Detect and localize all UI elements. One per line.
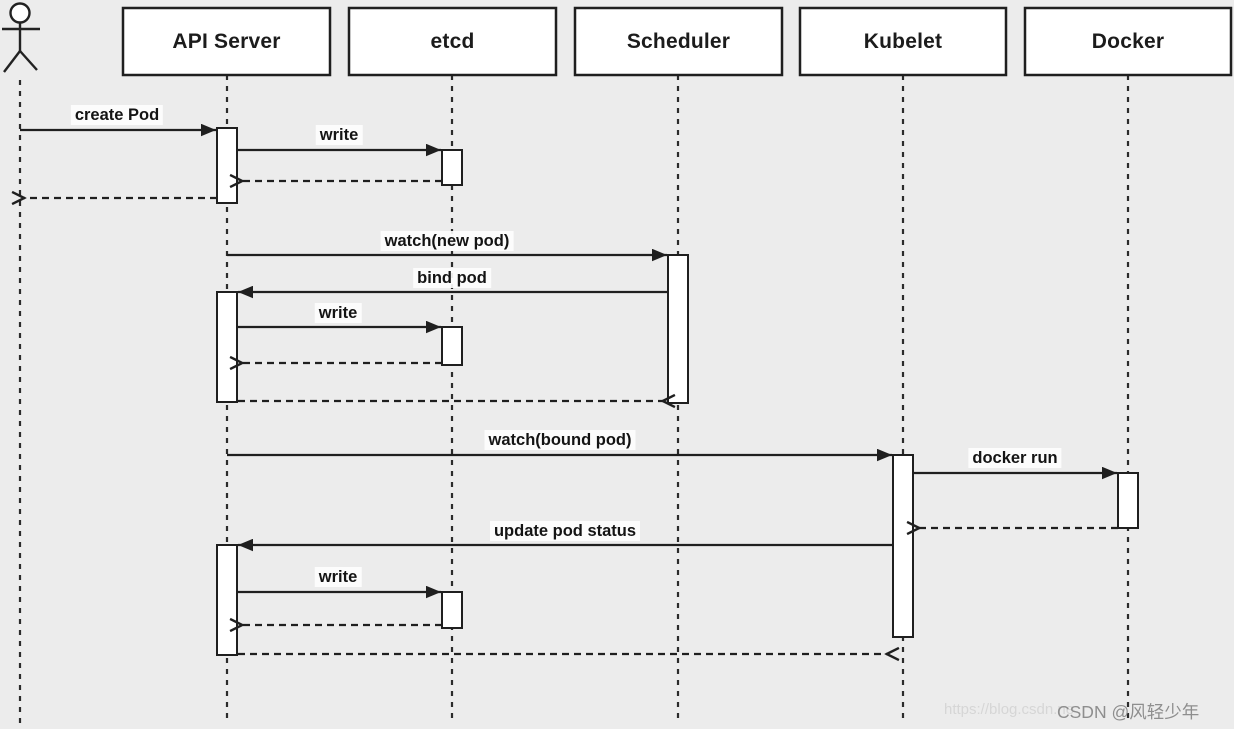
participant-box-kubelet [798, 6, 1008, 77]
activation-api-server-2 [216, 291, 238, 403]
activation-api-server-1 [216, 127, 238, 204]
participant-box-etcd [347, 6, 558, 77]
activation-api-server-3 [216, 544, 238, 656]
participant-box-api-server [121, 6, 332, 77]
participant-box-docker [1023, 6, 1233, 77]
activation-etcd-2 [441, 326, 463, 366]
activation-docker-1 [1117, 472, 1139, 529]
participant-box-scheduler [573, 6, 784, 77]
activation-kubelet-1 [892, 454, 914, 638]
actor-icon [2, 2, 40, 73]
activation-etcd-1 [441, 149, 463, 186]
activation-etcd-3 [441, 591, 463, 629]
watermark-url: https://blog.csdn.ne [944, 701, 1075, 718]
watermark-csdn: CSDN @风轻少年 [1057, 702, 1200, 722]
activation-scheduler-1 [667, 254, 689, 404]
